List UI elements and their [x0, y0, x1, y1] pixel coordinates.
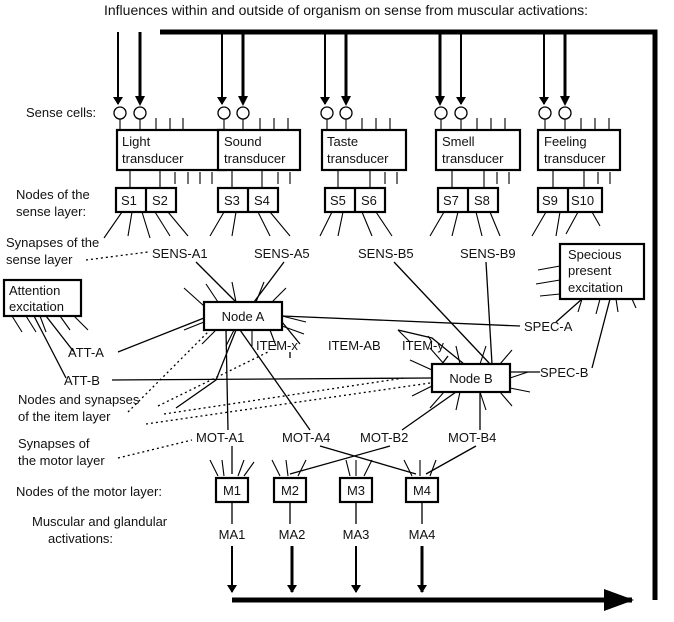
diagram-text: present: [568, 263, 612, 278]
label-muscular-1: Muscular and glandular: [32, 514, 168, 529]
diagram-text: M3: [347, 483, 365, 498]
syn-spec-b: SPEC-B: [540, 365, 588, 380]
syn-sens-a1: SENS-A1: [152, 246, 208, 261]
diagram-text: M1: [223, 483, 241, 498]
sense-node-s10: S10: [571, 193, 594, 208]
label-syn-sense-2: sense layer: [6, 252, 73, 267]
input-arrows: [113, 32, 570, 106]
sense-node-s5: S5: [330, 193, 346, 208]
diagram-text: excitation: [9, 299, 64, 314]
syn-item-ab: ITEM-AB: [328, 338, 381, 353]
sense-node-s3: S3: [224, 193, 240, 208]
label-sense-cells: Sense cells:: [26, 105, 96, 120]
diagram-text: Node A: [222, 309, 265, 324]
label-syn-motor-1: Synapses of: [18, 436, 90, 451]
activation-ma1: MA1: [219, 527, 246, 542]
diagram-text: Taste: [327, 134, 358, 149]
syn-sens-b5: SENS-B5: [358, 246, 414, 261]
activation-arrows: [227, 546, 427, 593]
diagram-text: Attention: [9, 283, 60, 298]
motor-node-m1: M1: [214, 476, 250, 504]
syn-mot-a1: MOT-A1: [196, 430, 244, 445]
syn-att-a: ATT-A: [68, 345, 104, 360]
sense-node-s4: S4: [254, 193, 270, 208]
transducer-taste: Taste transducer: [320, 128, 408, 172]
diagram-text: Smell: [442, 134, 475, 149]
transducer-sound: Sound transducer: [216, 128, 302, 172]
sense-cells: [113, 106, 610, 130]
label-syn-sense-1: Synapses of the: [6, 235, 99, 250]
diagram-text: M4: [413, 483, 431, 498]
transducer-smell: Smell transducer: [434, 128, 522, 172]
specious-present-box: Specious present excitation: [535, 242, 646, 369]
syn-mot-b2: MOT-B2: [360, 430, 408, 445]
activation-ma4: MA4: [409, 527, 436, 542]
diagram-text: Node B: [449, 371, 492, 386]
sense-node-s7: S7: [443, 193, 459, 208]
diagram-text: Specious: [568, 247, 622, 262]
motor-node-m2: M2: [272, 476, 308, 504]
syn-mot-a4: MOT-A4: [282, 430, 330, 445]
syn-mot-b4: MOT-B4: [448, 430, 496, 445]
sense-node-s1: S1: [121, 193, 137, 208]
diagram-text: M2: [281, 483, 299, 498]
sense-node-group-4: S7 S8: [436, 186, 500, 214]
syn-item-y: ITEM-y: [402, 338, 444, 353]
diagram-text: transducer: [327, 151, 389, 166]
label-nodes-sense-1: Nodes of the: [16, 187, 90, 202]
diagram-text: excitation: [568, 280, 623, 295]
label-nodes-motor: Nodes of the motor layer:: [16, 484, 162, 499]
syn-att-b: ATT-B: [64, 373, 100, 388]
syn-sens-b9: SENS-B9: [460, 246, 516, 261]
label-muscular-2: activations:: [48, 531, 113, 546]
diagram-text: Sound: [224, 134, 262, 149]
connections: [111, 261, 540, 475]
diagram-text: transducer: [544, 151, 606, 166]
sense-node-group-1: S1 S2: [114, 186, 178, 214]
sense-node-group-3: S5 S6: [323, 186, 387, 214]
motor-node-m3: M3: [338, 476, 374, 504]
sense-node-s6: S6: [361, 193, 377, 208]
diagram-text: Light: [122, 134, 151, 149]
label-item-2: of the item layer: [18, 409, 111, 424]
diagram-text: Feeling: [544, 134, 587, 149]
diagram-text: transducer: [442, 151, 504, 166]
label-syn-motor-2: the motor layer: [18, 453, 105, 468]
diagram-title: Influences within and outside of organis…: [104, 2, 588, 18]
sense-node-group-2: S3 S4: [216, 186, 280, 214]
node-b: Node B: [409, 345, 531, 411]
syn-spec-a: SPEC-A: [524, 319, 573, 334]
transducer-feeling: Feeling transducer: [536, 128, 622, 172]
label-nodes-sense-2: sense layer:: [16, 204, 86, 219]
syn-item-x: ITEM-x: [256, 338, 298, 353]
sense-node-s2: S2: [152, 193, 168, 208]
diagram-text: transducer: [122, 151, 184, 166]
motor-node-m4: M4: [404, 476, 440, 504]
sense-node-s9: S9: [542, 193, 558, 208]
syn-sens-a5: SENS-A5: [254, 246, 310, 261]
label-item-1: Nodes and synapses: [18, 392, 140, 407]
activation-ma2: MA2: [279, 527, 306, 542]
activation-ma3: MA3: [343, 527, 370, 542]
transducer-light: Light transducer: [115, 128, 228, 172]
attention-excitation-box: Attention excitation: [2, 278, 89, 379]
sense-node-s8: S8: [474, 193, 490, 208]
sense-node-group-5: S9 S10: [536, 186, 604, 214]
diagram-text: transducer: [224, 151, 286, 166]
